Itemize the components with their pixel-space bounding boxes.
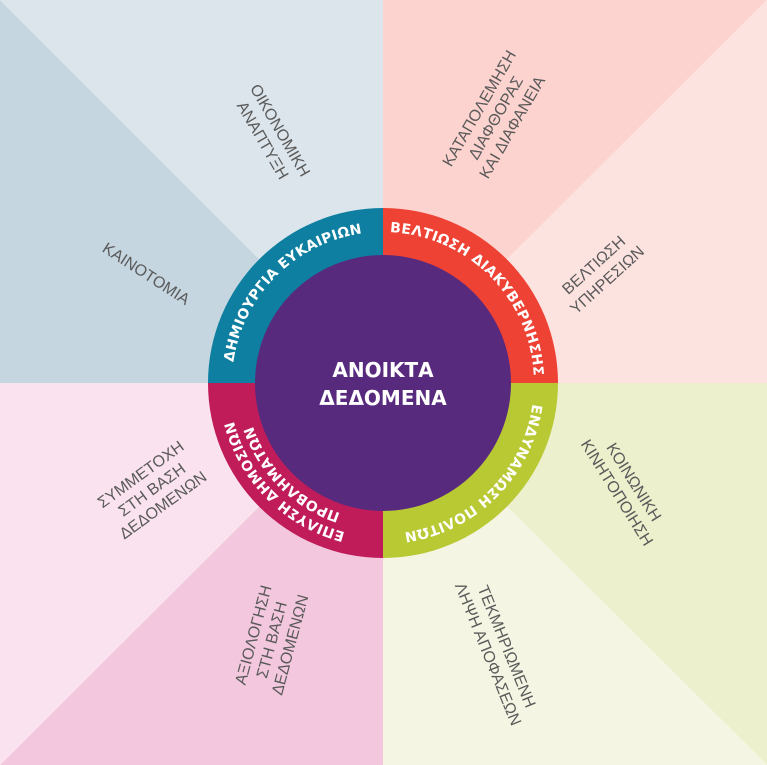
center-circle [255,255,511,511]
